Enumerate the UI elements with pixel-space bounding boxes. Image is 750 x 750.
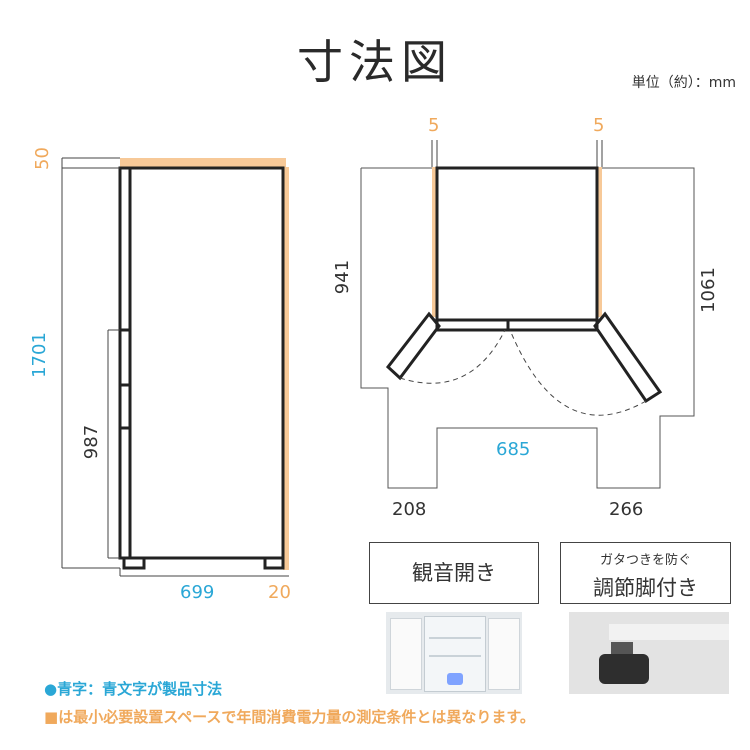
right-door-swing [509, 329, 647, 416]
note-clearance-text: は最小必要設置スペースで年間消費電力量の測定条件とは異なります。 [58, 708, 535, 726]
feature-adjustable-legs-label: 調節脚付き [593, 576, 698, 600]
left-door-panel [390, 618, 422, 690]
dim-right-door-label: 266 [609, 499, 644, 520]
dim-left-door-label: 208 [392, 499, 427, 520]
feature-double-doors-label: 観音開き [412, 561, 496, 585]
right-door-open [593, 311, 663, 404]
dim-lower-height-label: 987 [81, 424, 102, 460]
dim-top-clearance-label: 50 [32, 147, 53, 170]
adjustable-leg-photo [569, 612, 729, 694]
fridge-foot-left [122, 556, 146, 570]
interior-light [447, 673, 463, 685]
front-top-clearance [120, 158, 286, 167]
note-product-dims-text: 青字：青文字が製品寸法 [57, 680, 223, 698]
top-right-clearance [597, 167, 602, 317]
page-title: 寸法図 [297, 35, 453, 89]
open-fridge-photo [386, 612, 522, 694]
top-left-clearance [432, 167, 437, 317]
feature-adjustable-legs-small: ガタつきを防ぐ [599, 553, 691, 568]
front-view-drawing [61, 157, 289, 577]
dim-right-clearance-label: 5 [593, 115, 605, 136]
fridge-body-top [435, 166, 599, 322]
left-door-swing [399, 329, 506, 384]
blue-dot-icon: ● [44, 680, 58, 698]
dim-left-clearance-label: 5 [428, 115, 440, 136]
right-door-panel [488, 618, 520, 690]
fridge-body-front [118, 166, 285, 560]
fridge-interior [424, 616, 486, 692]
dim-depth-label: 941 [332, 259, 353, 295]
dim-depth-open-label: 1061 [698, 267, 719, 313]
dim-total-height-label: 1701 [29, 332, 50, 378]
feature-adjustable-legs: ガタつきを防ぐ 調節脚付き [560, 542, 731, 604]
dim-width-label: 699 [180, 582, 215, 603]
top-view-outline [360, 167, 695, 489]
note-clearance: ■は最小必要設置スペースで年間消費電力量の測定条件とは異なります。 [44, 706, 535, 727]
top-view-drawing [360, 140, 695, 489]
unit-label: 単位（約）：mm [631, 75, 736, 91]
fridge-foot-right [263, 556, 285, 570]
dim-side-clearance-label: 20 [268, 582, 291, 603]
orange-square-icon: ■ [44, 708, 59, 726]
leg-foot [599, 654, 649, 684]
leg-bolt [611, 642, 633, 654]
dim-inner-width-label: 685 [496, 439, 531, 460]
note-product-dims: ●青字：青文字が製品寸法 [44, 678, 222, 699]
left-door-open [385, 311, 441, 381]
front-side-clearance [283, 167, 289, 570]
feature-double-doors: 観音開き [369, 542, 539, 604]
